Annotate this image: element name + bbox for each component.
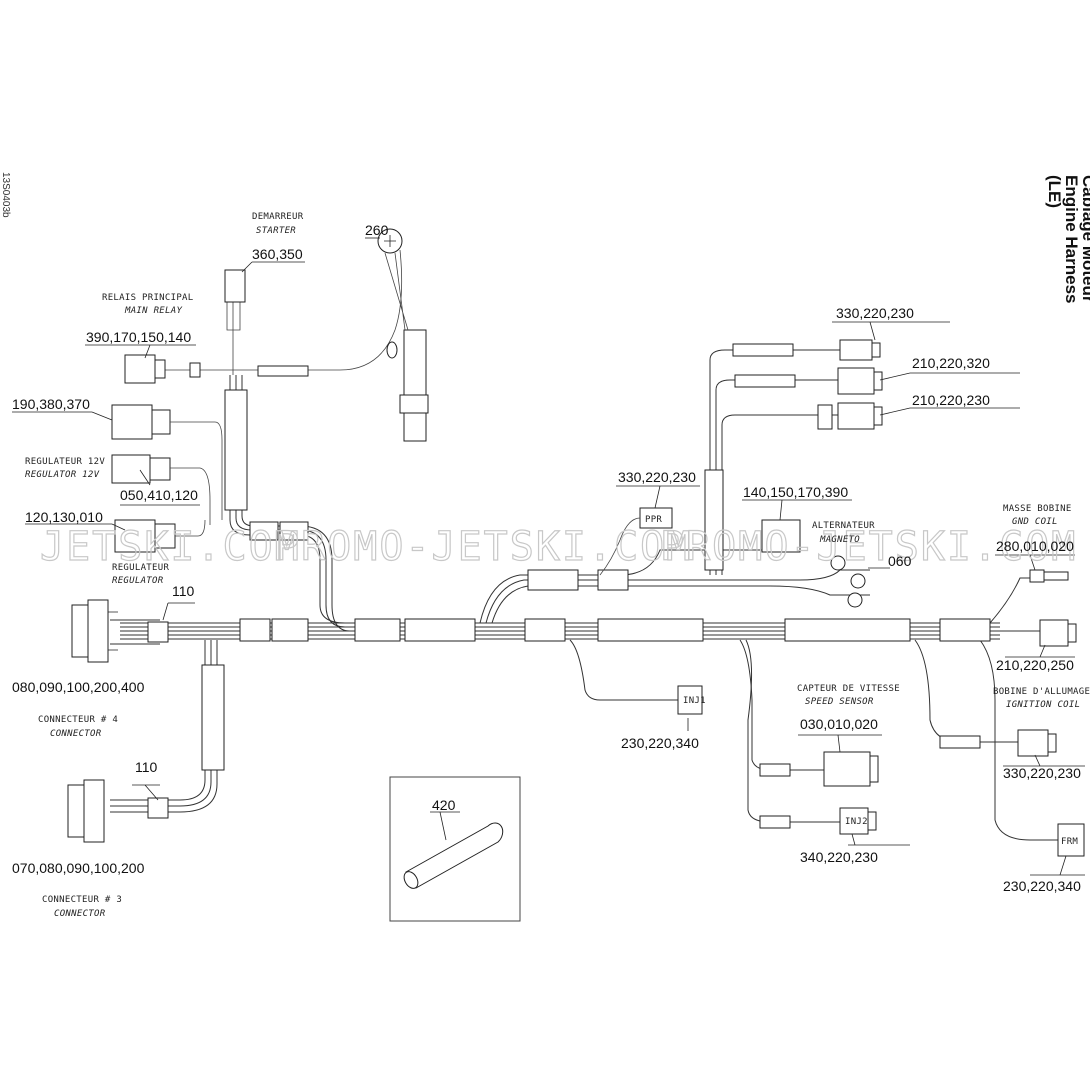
mark-frm: FRM <box>1061 837 1078 847</box>
watermark-left: JETSKI.COM <box>40 524 301 570</box>
label-ignition-coil-fr: BOBINE D'ALLUMAGE <box>993 687 1090 697</box>
injector-connector-1 <box>839 339 881 361</box>
alternator-connector <box>761 519 801 553</box>
starter-connector <box>224 269 246 303</box>
callout-330-c: 330,220,230 <box>1003 765 1081 781</box>
right-end-connector <box>1039 619 1077 647</box>
callout-110-a: 110 <box>172 583 195 599</box>
title-line-2: Engine Harness <box>1062 175 1081 304</box>
label-speed-sensor-en: SPEED SENSOR <box>805 697 874 707</box>
ring-terminals-060 <box>830 555 866 608</box>
callout-420: 420 <box>432 797 456 813</box>
harness-sleeves <box>147 343 991 829</box>
relay-190-connector <box>111 404 223 520</box>
callout-360: 360,350 <box>252 246 303 262</box>
reference-code: 13S0403b <box>0 172 11 218</box>
watermark-middle: PROMO-JETSKI.COM <box>275 524 692 570</box>
title-line-3: (LE) <box>1045 175 1064 208</box>
label-starter-fr: DEMARREUR <box>252 212 304 222</box>
callout-120: 120,130,010 <box>25 509 103 525</box>
callout-280: 280,010,020 <box>996 538 1074 554</box>
callout-390: 390,170,150,140 <box>86 329 191 345</box>
injector-connector-3 <box>837 402 883 430</box>
label-alternator-fr: ALTERNATEUR <box>812 521 875 531</box>
callout-110-b: 110 <box>135 759 158 775</box>
sensor-connector-330 <box>599 507 673 576</box>
label-connector4-fr: CONNECTEUR # 4 <box>38 715 118 725</box>
leader-lines <box>12 237 1085 876</box>
callout-210-b: 210,220,230 <box>912 392 990 408</box>
spare-tube-box <box>389 776 521 922</box>
callout-330-b: 330,220,230 <box>618 469 696 485</box>
callout-050: 050,410,120 <box>120 487 198 503</box>
callout-230-a: 230,220,340 <box>621 735 699 751</box>
callout-210-a: 210,220,320 <box>912 355 990 371</box>
label-ignition-coil-en: IGNITION COIL <box>1006 700 1080 710</box>
title-line-1: Câblage Moteur <box>1079 175 1090 303</box>
injector-connector-2 <box>837 367 883 395</box>
label-connector3-fr: CONNECTEUR # 3 <box>42 895 122 905</box>
label-main-relay-en: MAIN RELAY <box>124 306 182 316</box>
label-alternator-en: MAGNETO <box>819 535 860 545</box>
speed-sensor-connector <box>823 751 879 787</box>
label-speed-sensor-fr: CAPTEUR DE VITESSE <box>797 684 900 694</box>
title-block: Câblage Moteur Engine Harness (LE) <box>1045 175 1090 304</box>
label-connector4-en: CONNECTOR <box>50 729 102 739</box>
callout-190: 190,380,370 <box>12 396 90 412</box>
label-main-relay-fr: RELAIS PRINCIPAL <box>102 293 194 303</box>
callout-340: 340,220,230 <box>800 849 878 865</box>
callout-030: 030,010,020 <box>800 716 878 732</box>
callout-060: 060 <box>888 553 912 569</box>
watermark-right: PROMO-JETSKI.COM <box>660 524 1077 570</box>
mark-inj2: INJ2 <box>845 817 868 827</box>
main-relay-connector <box>124 354 166 384</box>
connector-230-a <box>677 685 703 715</box>
callout-230-b: 230,220,340 <box>1003 878 1081 894</box>
callout-330-a: 330,220,230 <box>836 305 914 321</box>
callout-140: 140,150,170,390 <box>743 484 848 500</box>
label-gnd-coil-fr: MASSE BOBINE <box>1003 504 1072 514</box>
label-regulator-fr: REGULATEUR <box>112 563 169 573</box>
callout-080: 080,090,100,200,400 <box>12 679 145 695</box>
connector-4 <box>71 599 118 663</box>
callout-210-c: 210,220,250 <box>996 657 1074 673</box>
label-connector3-en: CONNECTOR <box>54 909 106 919</box>
mark-ppr: PPR <box>645 515 662 525</box>
gnd-coil-connector <box>1029 569 1069 583</box>
regulator-connector <box>114 519 206 553</box>
connector-340 <box>839 807 877 835</box>
connector-230-b <box>1057 823 1085 857</box>
mark-inj1: INJ1 <box>683 696 706 706</box>
label-gnd-coil-en: GND COIL <box>1012 517 1058 527</box>
callout-070: 070,080,090,100,200 <box>12 860 145 876</box>
label-regulator-en: REGULATOR <box>112 576 164 586</box>
label-regulator12-fr: REGULATEUR 12V <box>25 457 105 467</box>
label-starter-en: STARTER <box>256 226 296 236</box>
ignition-coil-connector <box>1017 729 1057 757</box>
label-regulator12-en: REGULATOR 12V <box>25 470 100 480</box>
regulator-12v-connector <box>111 454 211 525</box>
starter-terminal <box>377 228 429 442</box>
callout-260: 260 <box>365 222 389 238</box>
connector-3 <box>67 779 105 843</box>
